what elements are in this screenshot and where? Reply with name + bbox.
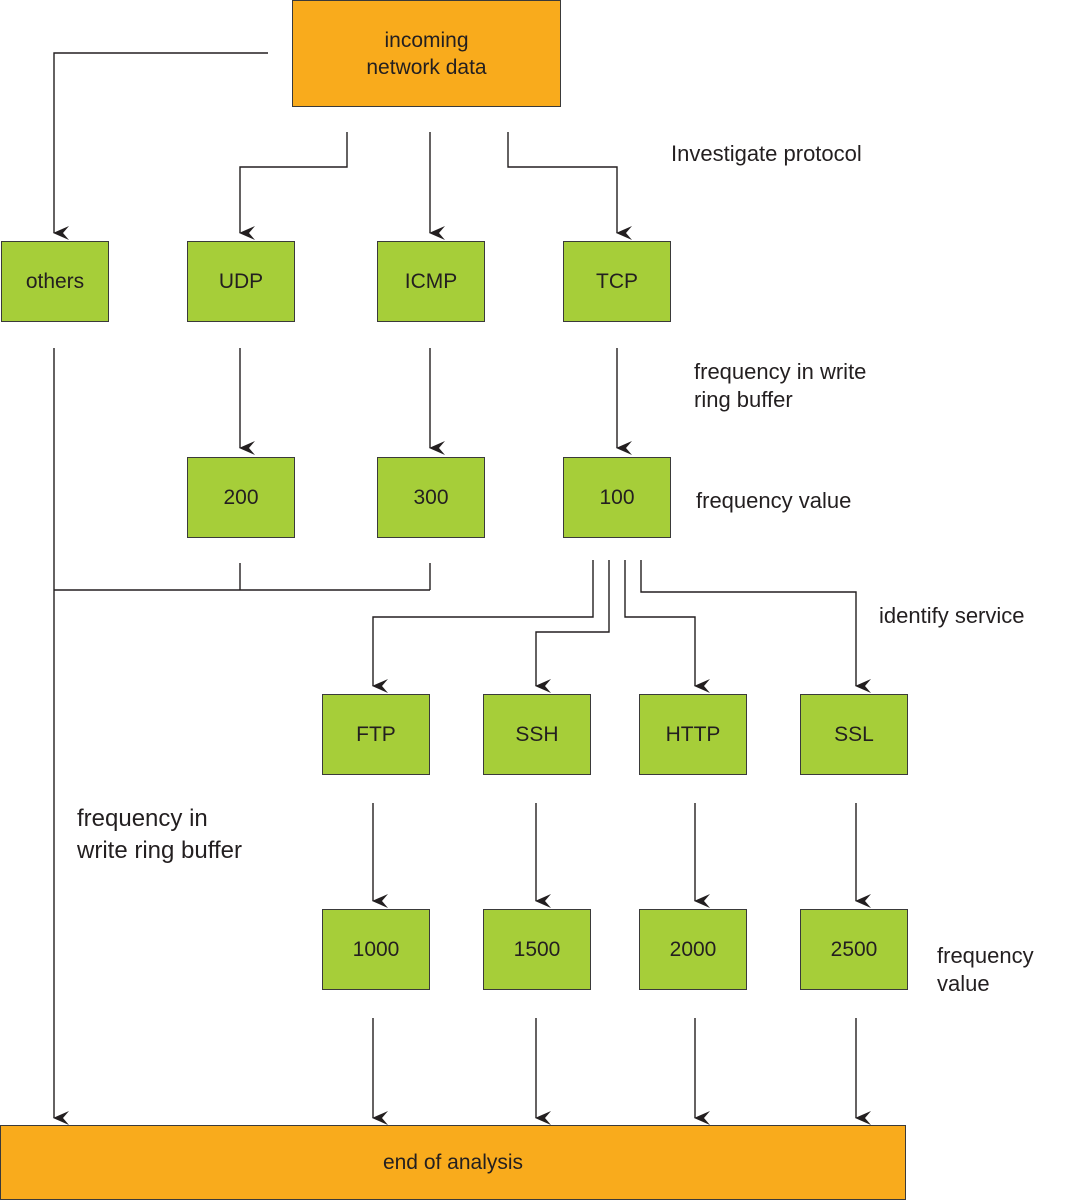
edge-incoming-tcp [507, 132, 632, 240]
incoming-network-data-node: incoming network data [292, 0, 561, 107]
frequency-value-services-label: frequency value [937, 943, 1034, 996]
http-node: HTTP [639, 694, 747, 775]
ssh-node: SSH [483, 694, 591, 775]
frequency-write-tcp-label: frequency in write ring buffer [694, 359, 867, 412]
edge-100-ssl [640, 560, 871, 693]
edge-100-ssh [535, 560, 610, 693]
frequency-write-left-label: frequency in write ring buffer [77, 805, 242, 864]
edge-incoming-others [53, 52, 268, 240]
ssl-frequency-node: 2500 [800, 909, 908, 990]
frequency-value-tcp-label: frequency value [696, 488, 852, 513]
edge-100-ftp [372, 560, 594, 693]
edge-incoming-udp [239, 132, 348, 240]
investigate-protocol-label: Investigate protocol [671, 141, 862, 166]
http-frequency-node: 2000 [639, 909, 747, 990]
ftp-frequency-node: 1000 [322, 909, 430, 990]
icmp-node: ICMP [377, 241, 485, 322]
tcp-node: TCP [563, 241, 671, 322]
udp-frequency-node: 200 [187, 457, 295, 538]
udp-node: UDP [187, 241, 295, 322]
ssh-frequency-node: 1500 [483, 909, 591, 990]
identify-service-label: identify service [879, 603, 1025, 628]
ftp-node: FTP [322, 694, 430, 775]
edge-100-http [624, 560, 710, 693]
tcp-frequency-node: 100 [563, 457, 671, 538]
ssl-node: SSL [800, 694, 908, 775]
icmp-frequency-node: 300 [377, 457, 485, 538]
end-of-analysis-node: end of analysis [0, 1125, 906, 1200]
others-node: others [1, 241, 109, 322]
